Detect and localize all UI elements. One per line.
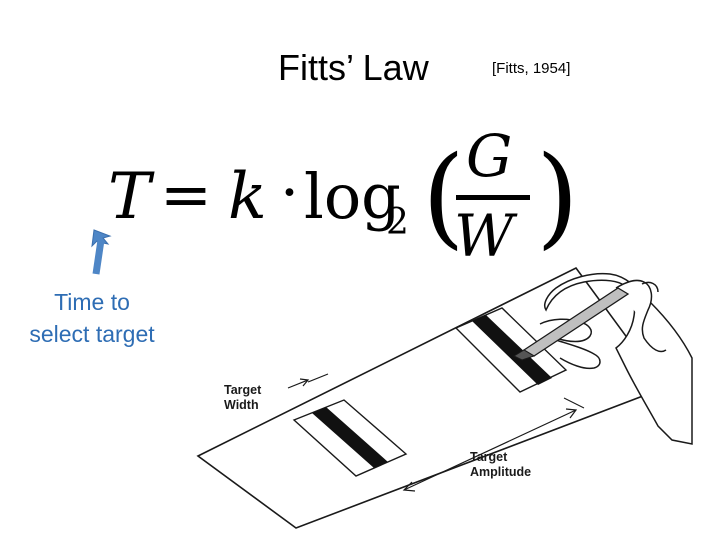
width-arrow-right bbox=[307, 373, 329, 383]
formula-time-symbol: T bbox=[108, 160, 151, 234]
target-amplitude-label: Target Amplitude bbox=[470, 450, 531, 480]
amplitude-arrow bbox=[403, 409, 577, 491]
right-target-stripe bbox=[472, 315, 552, 385]
stylus-icon bbox=[512, 287, 630, 361]
slide-title: Fitts’ Law bbox=[278, 47, 429, 88]
fitts-tapping-diagram bbox=[196, 266, 693, 529]
formula-constant-k: k bbox=[228, 160, 267, 234]
left-target-stripe bbox=[312, 407, 388, 468]
annotation-arrow-icon bbox=[91, 229, 112, 275]
formula-right-paren: ) bbox=[536, 132, 579, 260]
target-width-label-line-2: Width bbox=[224, 398, 259, 412]
fitts-formula: T = k · log 2 ( G W ) bbox=[108, 118, 579, 270]
time-annotation-line-2: select target bbox=[29, 321, 155, 347]
target-width-label: Target Width bbox=[224, 383, 261, 413]
citation: [Fitts, 1954] bbox=[492, 60, 571, 77]
time-annotation: Time to select target bbox=[14, 286, 170, 350]
width-arrow-left bbox=[287, 379, 309, 389]
formula-denominator-w: W bbox=[454, 202, 514, 270]
formula-log: log bbox=[304, 160, 401, 233]
formula-log-base: 2 bbox=[386, 202, 409, 243]
formula-fraction-bar bbox=[456, 195, 530, 200]
formula-numerator-g: G bbox=[466, 122, 513, 190]
formula-equals: = bbox=[160, 158, 212, 231]
target-width-label-line-1: Target bbox=[224, 383, 262, 397]
time-annotation-line-1: Time to bbox=[54, 289, 130, 315]
formula-multiply-dot: · bbox=[280, 158, 300, 228]
target-amplitude-label-line-1: Target bbox=[470, 450, 508, 464]
target-amplitude-label-line-2: Amplitude bbox=[470, 465, 532, 479]
